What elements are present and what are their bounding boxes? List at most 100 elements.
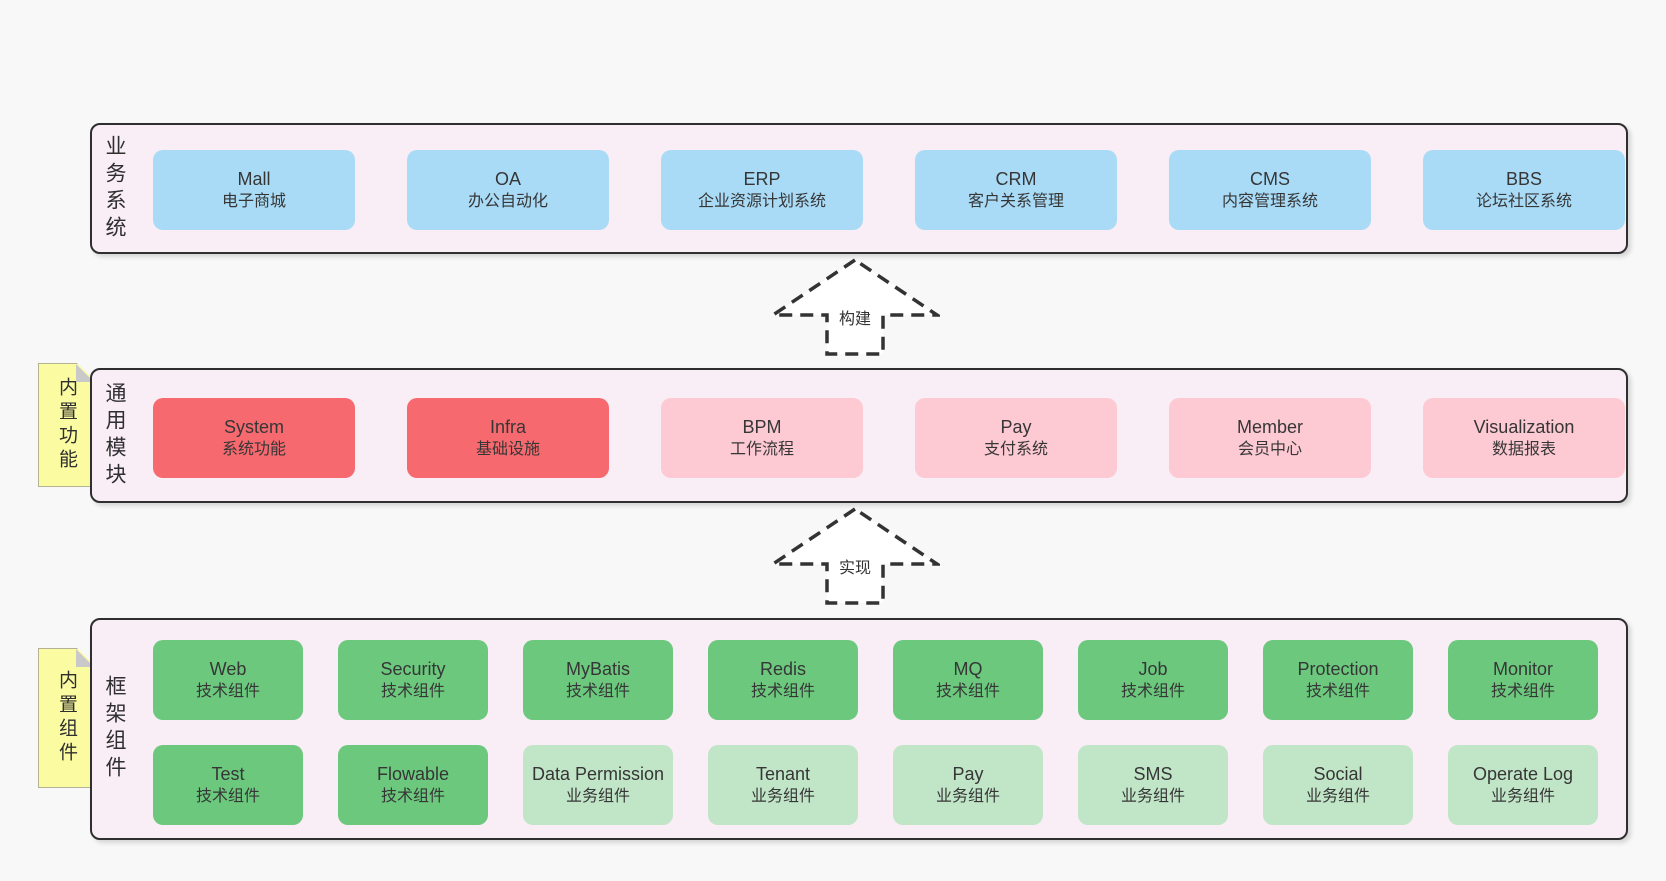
box-title: Social bbox=[1313, 764, 1363, 785]
box-job: Job 技术组件 bbox=[1078, 640, 1228, 720]
box-subtitle: 技术组件 bbox=[1490, 683, 1555, 701]
box-title: ERP bbox=[743, 169, 781, 190]
note-text: 内置功能 bbox=[56, 377, 77, 473]
box-title: Security bbox=[380, 659, 446, 680]
components-box-row-2: Test 技术组件 Flowable 技术组件 Data Permission … bbox=[153, 745, 1598, 825]
box-title: BBS bbox=[1505, 169, 1543, 190]
framework-components-panel: 框架组件 Web 技术组件 Security 技术组件 MyBatis 技术组件… bbox=[90, 618, 1628, 840]
box-visualization: Visualization 数据报表 bbox=[1423, 398, 1625, 478]
box-title: BPM bbox=[742, 417, 782, 438]
box-subtitle: 数据报表 bbox=[1491, 441, 1556, 459]
box-data-permission: Data Permission 业务组件 bbox=[523, 745, 673, 825]
box-subtitle: 技术组件 bbox=[1120, 683, 1185, 701]
box-sms: SMS 业务组件 bbox=[1078, 745, 1228, 825]
box-title: Monitor bbox=[1492, 659, 1554, 680]
box-subtitle: 技术组件 bbox=[1305, 683, 1370, 701]
box-social: Social 业务组件 bbox=[1263, 745, 1413, 825]
box-pay: Pay 支付系统 bbox=[915, 398, 1117, 478]
box-subtitle: 系统功能 bbox=[221, 441, 286, 459]
box-subtitle: 内容管理系统 bbox=[1221, 193, 1318, 211]
box-cms: CMS 内容管理系统 bbox=[1169, 150, 1371, 230]
box-title: MyBatis bbox=[565, 659, 630, 680]
box-bpm: BPM 工作流程 bbox=[661, 398, 863, 478]
box-title: Test bbox=[211, 764, 245, 785]
box-mybatis: MyBatis 技术组件 bbox=[523, 640, 673, 720]
box-title: System bbox=[223, 417, 284, 438]
box-title: MQ bbox=[953, 659, 983, 680]
box-title: Visualization bbox=[1473, 417, 1575, 438]
business-systems-panel: 业务系统 Mall 电子商城 OA 办公自动化 ERP 企业资源计划系统 CRM… bbox=[90, 123, 1628, 254]
box-bbs: BBS 论坛社区系统 bbox=[1423, 150, 1625, 230]
box-subtitle: 业务组件 bbox=[1305, 788, 1370, 806]
box-title: Flowable bbox=[376, 764, 450, 785]
box-subtitle: 办公自动化 bbox=[467, 193, 548, 211]
box-subtitle: 电子商城 bbox=[221, 193, 286, 211]
box-subtitle: 技术组件 bbox=[750, 683, 815, 701]
dashed-up-arrow-build: 构建 bbox=[770, 257, 940, 357]
box-subtitle: 业务组件 bbox=[935, 788, 1000, 806]
box-title: Infra bbox=[489, 417, 527, 438]
box-pay-biz: Pay 业务组件 bbox=[893, 745, 1043, 825]
box-title: Mall bbox=[237, 169, 271, 190]
box-flowable: Flowable 技术组件 bbox=[338, 745, 488, 825]
box-title: Operate Log bbox=[1472, 764, 1574, 785]
components-panel-label: 框架组件 bbox=[103, 675, 126, 783]
box-title: OA bbox=[494, 169, 521, 190]
box-title: Job bbox=[1138, 659, 1168, 680]
box-subtitle: 技术组件 bbox=[565, 683, 630, 701]
box-operate-log: Operate Log 业务组件 bbox=[1448, 745, 1598, 825]
box-monitor: Monitor 技术组件 bbox=[1448, 640, 1598, 720]
box-mall: Mall 电子商城 bbox=[153, 150, 355, 230]
modules-box-row: System 系统功能 Infra 基础设施 BPM 工作流程 Pay 支付系统… bbox=[153, 398, 1625, 478]
box-title: SMS bbox=[1133, 764, 1173, 785]
box-system: System 系统功能 bbox=[153, 398, 355, 478]
business-panel-label: 业务系统 bbox=[103, 134, 126, 243]
box-subtitle: 客户关系管理 bbox=[967, 193, 1064, 211]
box-crm: CRM 客户关系管理 bbox=[915, 150, 1117, 230]
dashed-up-arrow-implement: 实现 bbox=[770, 506, 940, 606]
box-subtitle: 业务组件 bbox=[1120, 788, 1185, 806]
box-subtitle: 技术组件 bbox=[380, 683, 445, 701]
box-title: Redis bbox=[759, 659, 807, 680]
box-erp: ERP 企业资源计划系统 bbox=[661, 150, 863, 230]
box-title: Pay bbox=[952, 764, 984, 785]
box-title: Data Permission bbox=[531, 764, 665, 785]
box-title: Pay bbox=[1000, 417, 1032, 438]
box-redis: Redis 技术组件 bbox=[708, 640, 858, 720]
box-oa: OA 办公自动化 bbox=[407, 150, 609, 230]
box-subtitle: 企业资源计划系统 bbox=[697, 193, 826, 211]
box-title: CMS bbox=[1250, 169, 1290, 190]
box-title: Tenant bbox=[755, 764, 811, 785]
box-subtitle: 业务组件 bbox=[565, 788, 630, 806]
sticky-note-built-in-components: 内置组件 bbox=[38, 648, 95, 788]
box-member: Member 会员中心 bbox=[1169, 398, 1371, 478]
business-box-row: Mall 电子商城 OA 办公自动化 ERP 企业资源计划系统 CRM 客户关系… bbox=[153, 150, 1625, 230]
box-subtitle: 基础设施 bbox=[475, 441, 540, 459]
box-subtitle: 技术组件 bbox=[195, 683, 260, 701]
box-subtitle: 支付系统 bbox=[983, 441, 1048, 459]
box-test: Test 技术组件 bbox=[153, 745, 303, 825]
box-infra: Infra 基础设施 bbox=[407, 398, 609, 478]
box-tenant: Tenant 业务组件 bbox=[708, 745, 858, 825]
sticky-note-built-in-functions: 内置功能 bbox=[38, 363, 95, 487]
box-subtitle: 论坛社区系统 bbox=[1475, 193, 1572, 211]
box-security: Security 技术组件 bbox=[338, 640, 488, 720]
box-title: Member bbox=[1236, 417, 1303, 438]
box-title: Protection bbox=[1297, 659, 1379, 680]
box-subtitle: 会员中心 bbox=[1237, 441, 1302, 459]
box-subtitle: 业务组件 bbox=[750, 788, 815, 806]
arrow-build-label: 构建 bbox=[834, 304, 876, 330]
box-web: Web 技术组件 bbox=[153, 640, 303, 720]
common-modules-panel: 通用模块 System 系统功能 Infra 基础设施 BPM 工作流程 Pay… bbox=[90, 368, 1628, 503]
box-title: Web bbox=[209, 659, 247, 680]
box-mq: MQ 技术组件 bbox=[893, 640, 1043, 720]
box-protection: Protection 技术组件 bbox=[1263, 640, 1413, 720]
note-text: 内置组件 bbox=[56, 670, 77, 766]
box-title: CRM bbox=[995, 169, 1037, 190]
box-subtitle: 业务组件 bbox=[1490, 788, 1555, 806]
modules-panel-label: 通用模块 bbox=[103, 381, 126, 490]
box-subtitle: 技术组件 bbox=[935, 683, 1000, 701]
box-subtitle: 技术组件 bbox=[195, 788, 260, 806]
arrow-implement-label: 实现 bbox=[834, 553, 876, 579]
box-subtitle: 工作流程 bbox=[729, 441, 794, 459]
